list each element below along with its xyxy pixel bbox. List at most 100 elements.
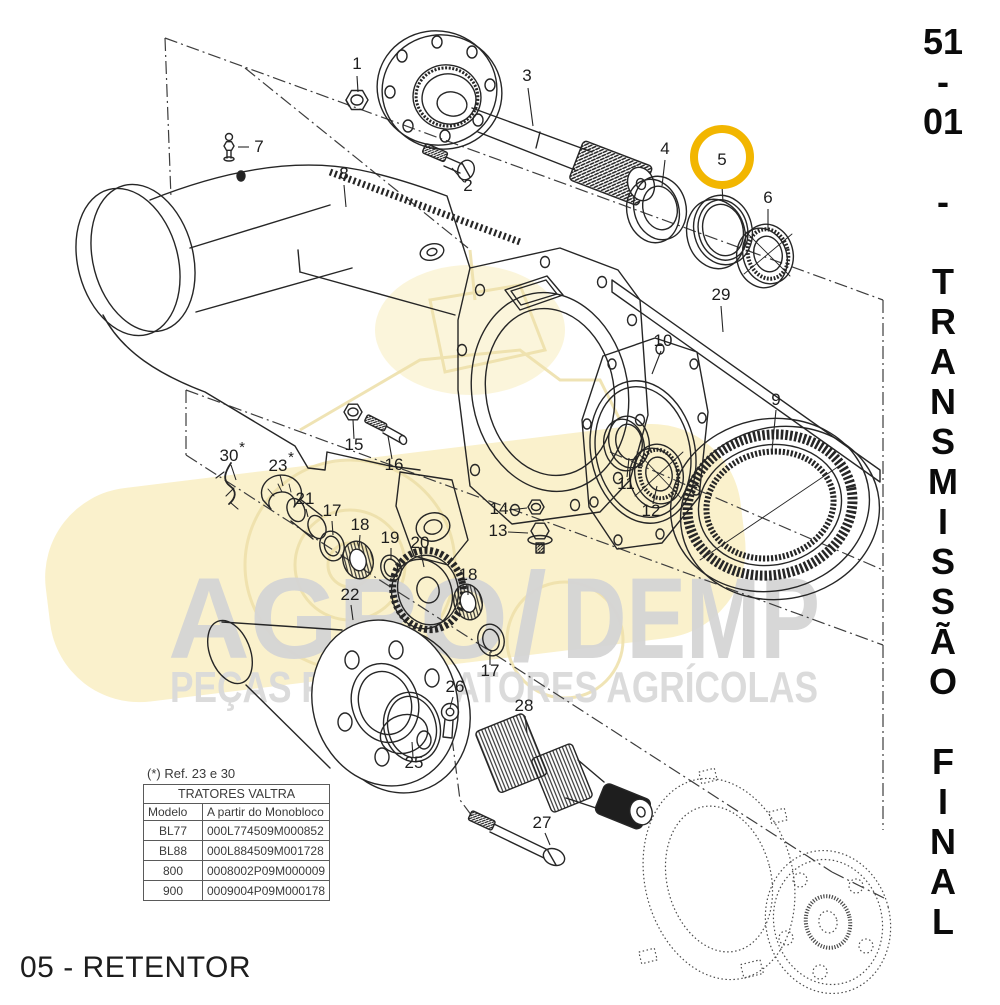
side-title-char: - — [937, 181, 949, 222]
needle-bearing-18b — [452, 583, 484, 621]
part-label-17b: 17 — [481, 661, 500, 680]
part-5-highlight-circle — [690, 125, 754, 189]
side-title-char: - — [937, 61, 949, 102]
plug-13 — [527, 522, 553, 554]
serial-cell: 000L884509M001728 — [201, 840, 331, 861]
serial-cell: 0008002P09M000009 — [201, 860, 331, 881]
clamp-23 — [260, 474, 303, 510]
bolt-27 — [467, 810, 566, 867]
axle-housing-8 — [75, 164, 649, 566]
part-label-23: 23 — [269, 456, 288, 475]
stud-16 — [364, 414, 408, 446]
watermark-brand-right: DEMP — [562, 555, 820, 683]
part-labels: 1 3 2 7 8 4 5 6 29 10 9 11 12 14 13 15 1… — [220, 54, 781, 832]
nut-14 — [527, 499, 545, 515]
side-title-char: Ã — [930, 621, 956, 662]
lock-tab-26 — [440, 702, 460, 739]
part-label-20: 20 — [411, 533, 430, 552]
part-label-18b: 18 — [459, 565, 478, 584]
reference-note: (*) Ref. 23 e 30 — [147, 766, 236, 781]
part-label-8: 8 — [339, 164, 348, 183]
column-header-monobloco: A partir do Monobloco — [201, 803, 331, 821]
part-label-17a: 17 — [323, 501, 342, 520]
nut-15 — [343, 403, 363, 421]
bearing-6 — [735, 223, 795, 289]
part-label-12: 12 — [642, 501, 661, 520]
part-label-7: 7 — [254, 137, 263, 156]
part-label-28: 28 — [515, 696, 534, 715]
brake-disc-phantom — [764, 849, 892, 995]
part-label-19: 19 — [381, 528, 400, 547]
side-title-char: F — [932, 741, 954, 782]
flange-bolt-holes — [456, 255, 646, 517]
part-label-27: 27 — [533, 813, 552, 832]
serial-cell: 0009004P09M000178 — [201, 880, 331, 901]
side-title-char: S — [930, 541, 955, 582]
table-header-row: Modelo A partir do Monobloco — [143, 803, 331, 821]
phantom-brake-parts — [638, 767, 892, 995]
part-label-18a: 18 — [351, 515, 370, 534]
column-header-modelo: Modelo — [143, 803, 203, 821]
part-label-22: 22 — [341, 585, 360, 604]
sun-gear-shaft-28 — [475, 713, 653, 830]
side-title-char: R — [930, 301, 956, 342]
part-label-26: 26 — [446, 677, 465, 696]
reference-table-block: (*) Ref. 23 e 30 TRATORES VALTRA Modelo … — [142, 766, 353, 901]
part-label-23-asterisk: * — [288, 449, 294, 466]
part-label-21: 21 — [296, 489, 315, 508]
needle-bearing-18a — [341, 540, 375, 580]
part-label-1: 1 — [352, 54, 361, 73]
side-title-char: N — [930, 821, 956, 862]
washer-17a — [319, 530, 345, 562]
side-title-char: I — [937, 501, 948, 542]
part-label-5: 5 — [717, 150, 726, 169]
planet-carrier-22 — [207, 619, 471, 794]
part-label-10: 10 — [654, 331, 673, 350]
washer-17b — [477, 623, 505, 657]
part-label-25: 25 — [405, 753, 424, 772]
spacer-ring-4 — [625, 175, 688, 244]
part-label-14: 14 — [490, 499, 509, 518]
part-label-2: 2 — [463, 176, 472, 195]
shim-29 — [611, 279, 881, 483]
model-cell: 900 — [143, 880, 203, 901]
mounted-grease-fitting — [236, 170, 246, 182]
part-label-16: 16 — [385, 455, 404, 474]
planet-gear-20 — [389, 546, 467, 634]
side-title-char: M — [928, 461, 958, 502]
axle-nut-1 — [345, 89, 369, 111]
side-title-char: L — [932, 901, 954, 942]
side-title-char: A — [930, 341, 956, 382]
model-cell: BL77 — [143, 820, 203, 841]
housing-rib-band — [328, 168, 522, 246]
side-title-char: S — [930, 421, 955, 462]
model-cell: 800 — [143, 860, 203, 881]
part-label-4: 4 — [660, 139, 669, 158]
side-title-char: A — [930, 861, 956, 902]
table-title-row: TRATORES VALTRA — [142, 784, 331, 804]
serial-cell: 000L774509M000852 — [201, 820, 331, 841]
lock-wire-30 — [215, 462, 239, 510]
side-title-char: I — [937, 781, 948, 822]
snap-ring-25 — [382, 691, 442, 763]
part-label-11: 11 — [617, 474, 635, 493]
side-title-char: N — [930, 381, 956, 422]
housing-window — [504, 275, 564, 311]
grease-fitting-7 — [223, 132, 235, 162]
side-title-char: O — [928, 661, 957, 702]
part-label-6: 6 — [763, 188, 772, 207]
part-label-30-asterisk: * — [239, 439, 245, 456]
side-title-char: T — [932, 261, 954, 302]
valtra-models-table: TRATORES VALTRA Modelo A partir do Monob… — [142, 784, 331, 901]
page-caption: 05 - RETENTOR — [20, 951, 251, 984]
axle-shaft-3 — [376, 30, 656, 206]
part-label-9: 9 — [771, 390, 780, 409]
ring-gear-9 — [669, 417, 881, 601]
